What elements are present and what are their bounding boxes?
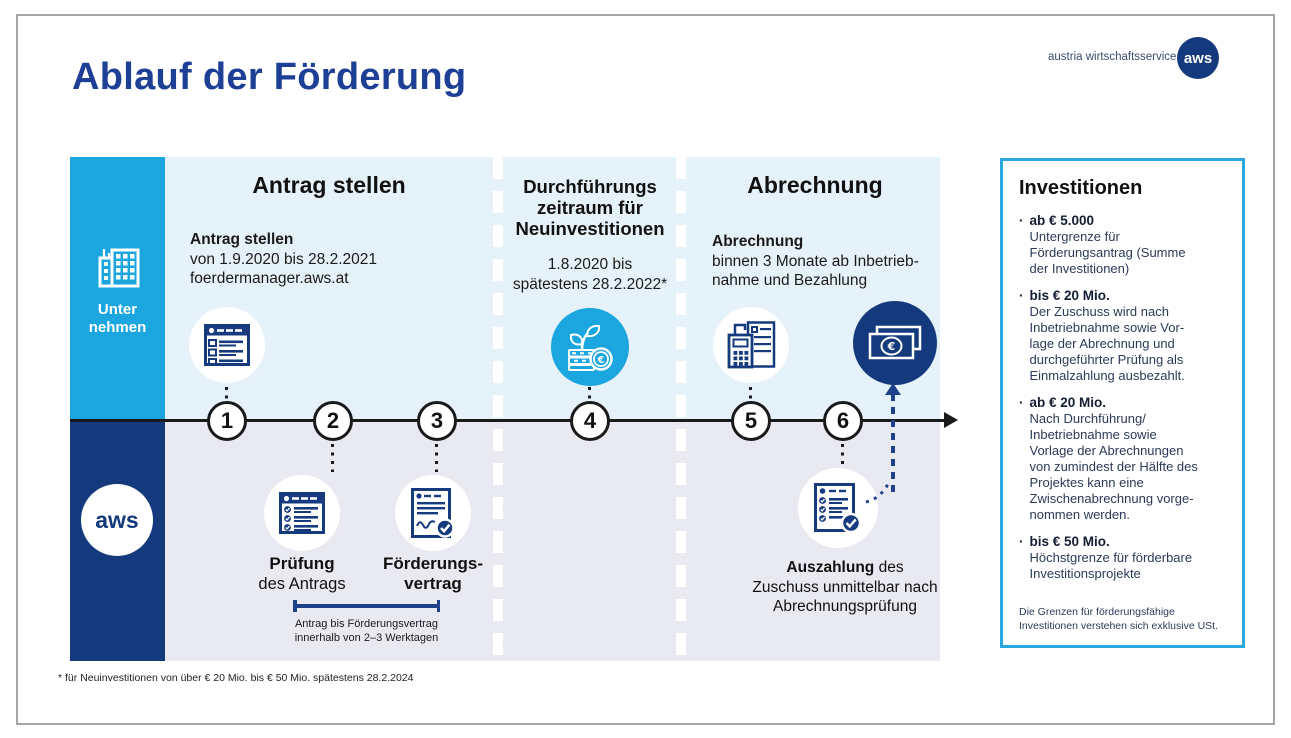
upper-band bbox=[165, 157, 940, 422]
checklist-review-icon bbox=[264, 475, 340, 551]
investment-growth-icon: € bbox=[551, 308, 629, 386]
label-auszahlung: Auszahlung des Zuschuss unmittelbar nach… bbox=[733, 558, 957, 617]
payout-curve-connector bbox=[865, 479, 892, 504]
aws-logo: aws bbox=[1177, 37, 1219, 79]
payout-banknote-icon: € bbox=[853, 301, 937, 385]
connector-step5 bbox=[749, 387, 752, 400]
payout-dashed-arrow bbox=[891, 394, 895, 496]
section-title-antrag: Antrag stellen bbox=[252, 172, 406, 198]
antrag-info-title: Antrag stellen bbox=[190, 231, 294, 248]
invest-item-amount: bis € 50 Mio. bbox=[1029, 534, 1110, 549]
invest-item: · bis € 50 Mio. Höchstgrenze für förderb… bbox=[1019, 534, 1230, 582]
page-title: Ablauf der Förderung bbox=[72, 56, 467, 98]
brand-wordmark: austria wirtschaftsservice bbox=[1048, 51, 1177, 63]
invest-item-amount: ab € 5.000 bbox=[1029, 213, 1095, 228]
building-icon bbox=[98, 248, 139, 288]
invest-item-text: Untergrenze für Förderungsantrag (Summe … bbox=[1029, 229, 1186, 276]
application-form-icon bbox=[189, 307, 265, 383]
duration-bracket bbox=[293, 600, 440, 611]
svg-text:€: € bbox=[597, 355, 605, 366]
bullet-icon: · bbox=[1019, 534, 1024, 549]
label-foerderungsvertrag: Förderungs- vertrag bbox=[382, 554, 484, 593]
label-pruefung-bold: Prüfung bbox=[269, 554, 335, 573]
lane-company: Unter nehmen bbox=[70, 157, 165, 422]
investitionen-panel: Investitionen · ab € 5.000 Untergrenze f… bbox=[1000, 158, 1245, 648]
abrechnung-info: Abrechnung binnen 3 Monate ab Inbetrieb-… bbox=[712, 232, 919, 291]
section-title-abrechnung: Abrechnung bbox=[747, 172, 883, 198]
svg-text:€: € bbox=[887, 340, 896, 353]
label-pruefung: Prüfung des Antrags bbox=[237, 554, 367, 594]
contract-signed-icon bbox=[395, 475, 471, 551]
step-circle-3: 3 bbox=[417, 401, 457, 441]
page-footnote: * für Neuinvestitionen von über € 20 Mio… bbox=[58, 672, 414, 684]
connector-step3 bbox=[435, 444, 438, 472]
invest-item: · ab € 20 Mio. Nach Durchführung/ Inbetr… bbox=[1019, 395, 1230, 523]
antrag-info-text: von 1.9.2020 bis 28.2.2021 foerdermanage… bbox=[190, 250, 378, 288]
invest-item-text: Der Zuschuss wird nach Inbetriebnahme so… bbox=[1029, 304, 1185, 383]
connector-step6 bbox=[841, 444, 844, 466]
step-circle-5: 5 bbox=[731, 401, 771, 441]
invest-item-text: Höchstgrenze für förderbare Investitions… bbox=[1029, 550, 1193, 581]
lane-company-label: Unter nehmen bbox=[88, 301, 147, 336]
step-circle-1: 1 bbox=[207, 401, 247, 441]
payout-arrowhead-icon bbox=[885, 383, 901, 395]
antrag-info: Antrag stellen von 1.9.2020 bis 28.2.202… bbox=[190, 230, 377, 289]
invest-item-amount: ab € 20 Mio. bbox=[1029, 395, 1107, 410]
section-separator-1 bbox=[493, 157, 503, 661]
label-auszahlung-more: Zuschuss unmittelbar nach Abrechnungsprü… bbox=[752, 578, 938, 616]
settlement-approved-icon bbox=[798, 468, 878, 548]
invest-item-text: Nach Durchführung/ Inbetriebnahme sowie … bbox=[1029, 411, 1198, 522]
label-pruefung-rest: des Antrags bbox=[258, 575, 346, 593]
label-auszahlung-line1: Auszahlung des bbox=[733, 558, 957, 578]
duration-bracket-text: Antrag bis Förderungsvertrag innerhalb v… bbox=[294, 618, 439, 644]
section-separator-2 bbox=[676, 157, 686, 661]
investitionen-note: Die Grenzen für förderungsfähige Investi… bbox=[1019, 606, 1219, 632]
connector-step1 bbox=[225, 387, 228, 400]
timeline-arrowhead-icon bbox=[944, 412, 958, 428]
connector-step4 bbox=[588, 387, 591, 400]
aws-logo-text: aws bbox=[1183, 49, 1213, 67]
bullet-icon: · bbox=[1019, 395, 1024, 410]
calculator-invoice-icon bbox=[713, 307, 789, 383]
label-auszahlung-bold: Auszahlung bbox=[786, 559, 875, 576]
abrechnung-info-title: Abrechnung bbox=[712, 233, 804, 250]
connector-step2 bbox=[331, 444, 334, 472]
bullet-icon: · bbox=[1019, 288, 1024, 303]
section-title-durchfuehrung: Durchführungs zeitraum für Neuinvestitio… bbox=[515, 176, 665, 239]
abrechnung-info-text: binnen 3 Monate ab Inbetrieb- nahme und … bbox=[712, 252, 919, 290]
timeline-axis bbox=[70, 419, 946, 422]
bullet-icon: · bbox=[1019, 213, 1024, 228]
label-auszahlung-rest: des bbox=[874, 559, 904, 576]
invest-item: · bis € 20 Mio. Der Zuschuss wird nach I… bbox=[1019, 288, 1230, 384]
aws-lane-badge-text: aws bbox=[95, 506, 139, 533]
lane-aws: aws bbox=[70, 422, 165, 661]
durchfuehrung-info: 1.8.2020 bis spätestens 28.2.2022* bbox=[512, 256, 668, 293]
invest-item-amount: bis € 20 Mio. bbox=[1029, 288, 1110, 303]
step-circle-2: 2 bbox=[313, 401, 353, 441]
aws-lane-badge: aws bbox=[81, 484, 153, 556]
invest-item: · ab € 5.000 Untergrenze für Förderungsa… bbox=[1019, 213, 1230, 277]
step-circle-4: 4 bbox=[570, 401, 610, 441]
step-circle-6: 6 bbox=[823, 401, 863, 441]
investitionen-title: Investitionen bbox=[1019, 177, 1143, 199]
